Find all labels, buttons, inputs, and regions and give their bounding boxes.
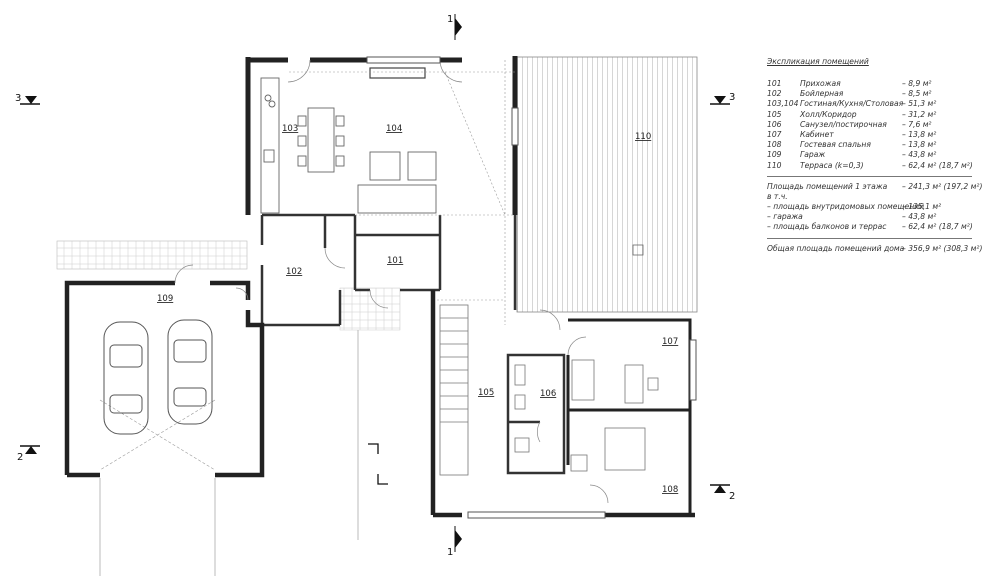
section-mark-left-upper: 3 bbox=[15, 93, 40, 105]
bedroom-furniture bbox=[570, 427, 646, 472]
door-swings bbox=[174, 59, 609, 504]
total-area-row: Общая площадь помещений дома– 356,9 м² (… bbox=[767, 243, 983, 253]
fireplace bbox=[369, 67, 426, 79]
interior-walls bbox=[260, 213, 517, 327]
terrace-post bbox=[632, 244, 644, 256]
kitchen-counter bbox=[260, 77, 280, 214]
staircase bbox=[439, 304, 469, 476]
section-mark-right-lower: 2 bbox=[710, 484, 735, 502]
window-glazing bbox=[366, 56, 697, 519]
room-105-label: 105 bbox=[478, 388, 494, 398]
area-summary-row: – гаража– 43,8 м² bbox=[767, 212, 937, 222]
section-mark-right-upper: 3 bbox=[710, 92, 735, 105]
garage-apron-tiles bbox=[56, 240, 248, 270]
bathroom-walls bbox=[506, 353, 566, 475]
area-summary-row: – площадь внутридомовых помещений– 135,1… bbox=[767, 202, 942, 212]
area-summary-row: в т.ч. bbox=[767, 191, 788, 201]
room-109-label: 109 bbox=[157, 294, 173, 304]
section-mark-left-lower-label: 2 bbox=[17, 452, 23, 463]
section-mark-top: 1 bbox=[447, 14, 462, 40]
room-103-label: 103 bbox=[282, 124, 298, 134]
room-schedule-title: Экспликация помещений bbox=[767, 57, 869, 66]
study-furniture bbox=[571, 359, 659, 404]
dining-table bbox=[297, 107, 345, 173]
car-right bbox=[167, 319, 213, 425]
living-sofa bbox=[357, 151, 437, 214]
section-mark-right-upper-label: 3 bbox=[729, 92, 735, 103]
bathroom-fixtures bbox=[514, 364, 530, 453]
section-mark-top-label: 1 bbox=[447, 14, 453, 25]
terrace-deck bbox=[516, 56, 698, 313]
room-102-label: 102 bbox=[286, 267, 302, 277]
entry-tiles bbox=[339, 287, 401, 331]
section-mark-right-lower-label: 2 bbox=[729, 491, 735, 502]
section-mark-left-upper-label: 3 bbox=[15, 93, 21, 104]
garage-driveway-edges bbox=[99, 478, 216, 576]
garage-walls bbox=[64, 280, 265, 478]
room-108-label: 108 bbox=[662, 485, 678, 495]
exterior-walls bbox=[245, 56, 518, 215]
room-schedule-divider bbox=[767, 237, 972, 239]
garage-driveway bbox=[99, 399, 216, 471]
room-110-label: 110 bbox=[635, 132, 651, 142]
car-left bbox=[103, 321, 149, 435]
bedroom-walls bbox=[566, 410, 692, 515]
viewpoint-corners bbox=[368, 443, 388, 485]
room-106-label: 106 bbox=[540, 389, 556, 399]
roof-overhang bbox=[289, 60, 515, 325]
room-104-label: 104 bbox=[386, 124, 402, 134]
section-mark-left-lower: 2 bbox=[17, 445, 40, 463]
area-summary-row: Площадь помещений 1 этажа– 241,3 м² (197… bbox=[767, 181, 983, 191]
room-107-label: 107 bbox=[662, 337, 678, 347]
area-summary-row: – площадь балконов и террас– 62,4 м² (18… bbox=[767, 222, 973, 232]
section-mark-bottom-label: 1 bbox=[447, 547, 453, 558]
room-schedule-divider bbox=[767, 175, 972, 177]
section-mark-bottom: 1 bbox=[447, 526, 462, 558]
room-101-label: 101 bbox=[387, 256, 403, 266]
